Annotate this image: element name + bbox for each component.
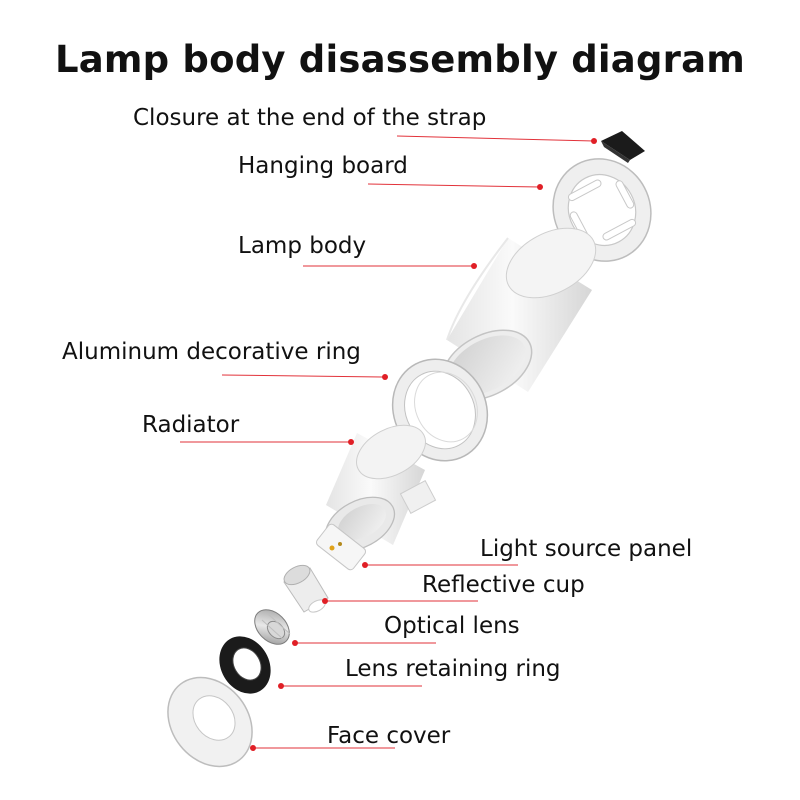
leader-dot-cup [322,598,328,604]
retaining-ring-icon [219,636,271,694]
leader-line-closure [396,135,595,142]
leader-dot-closure [591,138,597,144]
label-face-cover: Face cover [327,723,451,749]
diagram-title: Lamp body disassembly diagram [54,38,746,81]
leader-dot-lens [292,640,298,646]
label-lamp-body: Lamp body [238,233,367,259]
reflective-cup-icon [283,564,329,613]
leader-line-hanging [367,183,541,188]
label-hanging-board: Hanging board [238,153,408,179]
label-light-source-panel: Light source panel [480,536,693,562]
leader-dot-body [471,263,477,269]
optical-lens-icon [254,609,291,645]
label-aluminum-ring: Aluminum decorative ring [62,339,361,365]
label-closure: Closure at the end of the strap [133,105,487,131]
leader-dot-hanging [537,184,543,190]
closure-clip-icon [601,131,645,163]
label-lens-retaining-ring: Lens retaining ring [345,656,561,682]
leader-dot-radiator [348,439,354,445]
leader-dot-ring [382,374,388,380]
leader-dot-face [250,745,256,751]
leader-dot-light-panel [362,562,368,568]
label-optical-lens: Optical lens [384,613,520,639]
leader-lines [180,135,597,751]
face-cover-icon [167,676,253,768]
label-radiator: Radiator [142,412,240,438]
hanging-board-icon [552,158,652,262]
leader-dot-retain [278,683,284,689]
light-source-panel-icon [315,523,367,571]
leader-line-ring [221,374,386,378]
label-reflective-cup: Reflective cup [422,572,585,598]
